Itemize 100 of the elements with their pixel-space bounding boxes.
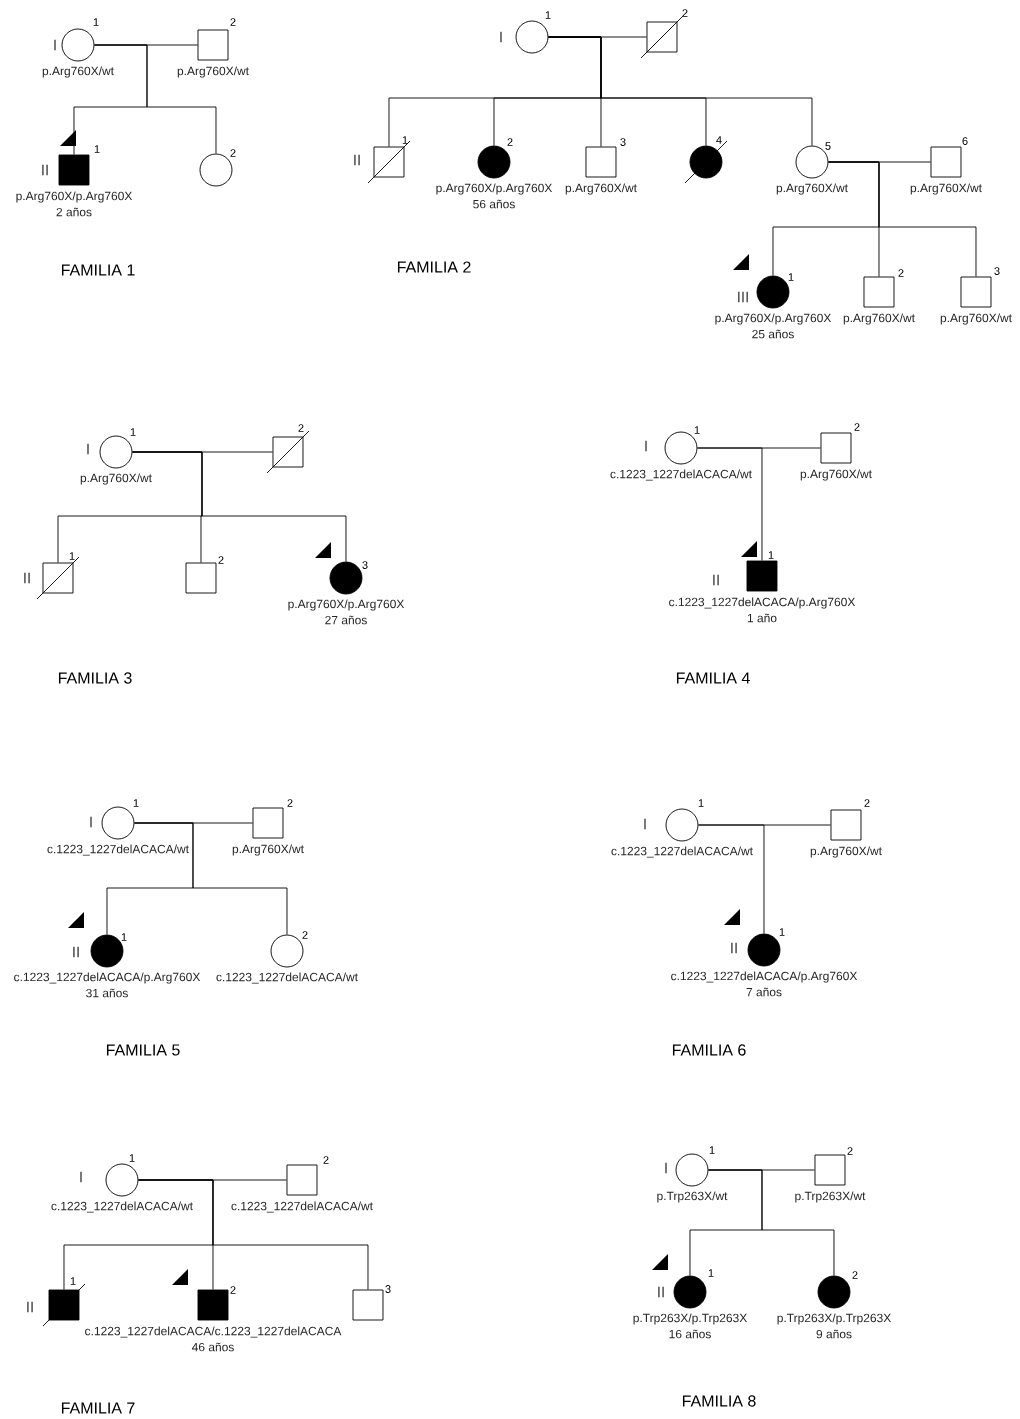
individual-number: 2: [507, 138, 513, 146]
individual-number: 1: [133, 799, 139, 807]
genotype-label: p.Arg760X/wt: [80, 473, 152, 485]
family-title: FAMILIA 5: [106, 1044, 180, 1056]
individual-number: 1: [121, 933, 127, 941]
individual-number: 3: [994, 267, 1000, 275]
pedigree-circle: [756, 275, 790, 309]
pedigree-square: [960, 276, 992, 308]
pedigree-square: [197, 29, 229, 61]
individual-number: 4: [716, 136, 722, 144]
genotype-label: p.Arg760X/wt: [565, 183, 637, 195]
generation-numeral: I: [80, 1171, 82, 1183]
pedigree-square: [286, 1164, 318, 1196]
individual-number: 1: [694, 426, 700, 434]
individual-number: 3: [620, 138, 626, 146]
generation-numeral: I: [645, 440, 647, 452]
pedigree-square: [266, 430, 310, 474]
individual-number: 2: [323, 1156, 329, 1164]
pedigree-square: [252, 807, 284, 839]
descent-line: [134, 822, 288, 935]
pedigree-circle: [105, 1163, 139, 1197]
genotype-label: p.Arg760X/wt: [776, 183, 848, 195]
individual-number: 1: [129, 1154, 135, 1162]
individual-number: 2: [864, 799, 870, 807]
genotype-label: p.Arg760X/wt: [843, 313, 915, 325]
pedigree-square: [585, 146, 617, 178]
pedigree-square: [830, 809, 862, 841]
family-title: FAMILIA 6: [672, 1044, 746, 1056]
genotype-label: p.Arg760X/p.Arg760X: [16, 191, 133, 203]
individual-number: 2: [898, 269, 904, 277]
family-title: FAMILIA 1: [61, 264, 135, 276]
pedigree-circle: [665, 808, 699, 842]
pedigree-circle: [515, 20, 549, 54]
genotype-label: c.1223_1227delACACA/p.Arg760X: [671, 971, 858, 983]
individual-number: 2: [298, 424, 304, 432]
genotype-label: c.1223_1227delACACA/wt: [216, 972, 358, 984]
individual-number: 5: [825, 142, 831, 150]
descent-line: [94, 44, 217, 154]
age-label: 27 años: [325, 615, 367, 625]
age-label: 1 año: [747, 613, 777, 623]
descent-line: [548, 36, 813, 146]
genotype-label: c.1223_1227delACACA/wt: [610, 469, 752, 481]
genotype-label: c.1223_1227delACACA/p.Arg760X: [14, 972, 201, 984]
individual-number: 1: [93, 18, 99, 26]
descent-line: [132, 451, 347, 562]
individual-number: 2: [854, 423, 860, 431]
individual-number: 3: [385, 1285, 391, 1293]
age-label: 25 años: [752, 329, 794, 339]
individual-number: 2: [230, 1286, 236, 1294]
pedigree-square: [814, 1154, 846, 1186]
individual-number: 2: [287, 799, 293, 807]
genotype-label: p.Arg760X/p.Arg760X: [288, 599, 405, 611]
genotype-label: p.Arg760X/wt: [810, 846, 882, 858]
pedigree-square: [352, 1289, 384, 1321]
genotype-label: p.Arg760X/wt: [177, 66, 249, 78]
pedigree-circle: [101, 806, 135, 840]
individual-number: 1: [698, 799, 704, 807]
genotype-label: p.Arg760X/wt: [910, 183, 982, 195]
generation-numeral: II: [354, 154, 360, 166]
age-label: 46 años: [191, 1342, 234, 1352]
descent-line: [708, 1169, 835, 1276]
individual-number: 2: [302, 931, 308, 939]
individual-number: 1: [94, 145, 100, 153]
genotype-label: p.Arg760X/p.Arg760X: [436, 183, 553, 195]
pedigree-circle: [477, 145, 511, 179]
pedigree-circle: [61, 28, 95, 62]
genotype-label: p.Arg760X/p.Arg760X: [715, 313, 832, 325]
pedigree-square: [197, 1289, 229, 1321]
genotype-label: p.Trp263X/wt: [657, 1191, 728, 1203]
pedigree-circle: [329, 561, 363, 595]
generation-numeral: I: [500, 31, 502, 43]
individual-number: 1: [768, 551, 774, 559]
pedigree-square: [58, 154, 90, 186]
descent-line: [138, 1179, 369, 1290]
individual-number: 3: [362, 561, 368, 569]
individual-number: 1: [708, 1269, 714, 1277]
individual-number: 2: [682, 9, 688, 17]
generation-numeral: I: [644, 818, 646, 830]
pedigree-circle: [675, 1153, 709, 1187]
genotype-label: c.1223_1227delACACA/wt: [231, 1201, 373, 1213]
genotype-label: c.1223_1227delACACA/wt: [47, 844, 189, 856]
age-label: 7 años: [746, 987, 782, 997]
genotype-label: c.1223_1227delACACA/p.Arg760X: [669, 597, 856, 609]
descent-line: [698, 824, 765, 934]
pedigree-circle: [99, 435, 133, 469]
descent-line: [697, 447, 763, 561]
pedigree-circle: [673, 1275, 707, 1309]
genotype-label: c.1223_1227delACACA/c.1223_1227delACACA: [85, 1326, 342, 1338]
individual-number: 2: [230, 18, 236, 26]
individual-number: 1: [69, 552, 75, 560]
individual-number: 1: [779, 928, 785, 936]
pedigree-circle: [270, 934, 304, 968]
pedigree-square: [185, 562, 217, 594]
age-label: 31 años: [86, 988, 128, 998]
descent-line: [828, 161, 977, 277]
pedigree-square: [42, 1283, 86, 1327]
individual-number: 2: [852, 1271, 858, 1279]
pedigree-circle: [817, 1275, 851, 1309]
age-label: 2 años: [56, 207, 92, 217]
individual-number: 2: [230, 149, 236, 157]
